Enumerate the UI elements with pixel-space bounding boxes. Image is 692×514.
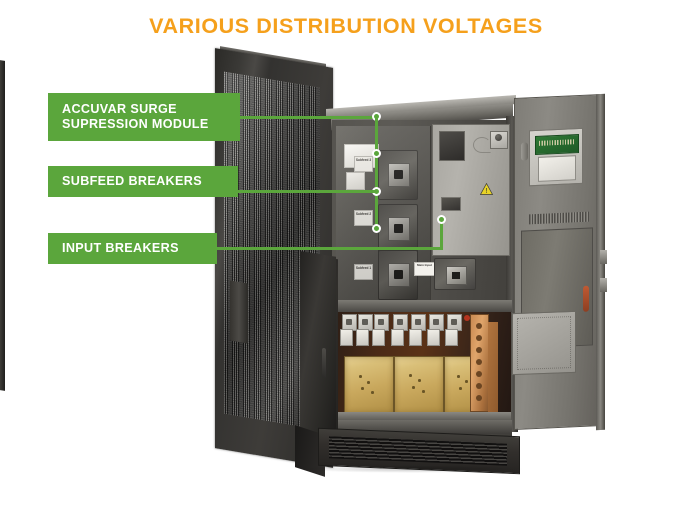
- subfeed-breaker-1[interactable]: [378, 250, 418, 300]
- transformer-bay: [336, 312, 511, 422]
- left-door-edge: [0, 59, 5, 391]
- indicator-dot: [464, 315, 470, 321]
- door-handle[interactable]: [583, 285, 589, 312]
- accuvar-surge-suppression-module: !: [432, 124, 510, 256]
- leader-line-subfeed: [236, 190, 378, 193]
- plinth-louver-vent: [329, 436, 507, 466]
- panel-latch[interactable]: [521, 142, 528, 161]
- leader-line-input-h: [215, 247, 443, 250]
- breaker-label-2: Subfeed 2: [354, 210, 373, 226]
- callout-accuvar-line2: SUPRESSION MODULE: [62, 117, 209, 131]
- right-control-door[interactable]: [514, 94, 602, 430]
- breaker-switch-icon[interactable]: [388, 163, 410, 187]
- breaker-switch-icon[interactable]: [388, 217, 410, 241]
- breaker-switch-icon[interactable]: [446, 266, 467, 285]
- terminal-block-row: [340, 314, 470, 331]
- breaker-switch-icon[interactable]: [388, 263, 410, 287]
- callout-input-breakers[interactable]: INPUT BREAKERS: [48, 233, 217, 264]
- leader-node-subfeed-1: [372, 224, 381, 233]
- module-slot: [441, 197, 461, 211]
- door-hinge-lower: [600, 278, 607, 292]
- module-vent: [439, 131, 465, 161]
- leader-line-accuvar: [238, 116, 380, 119]
- inner-access-door[interactable]: [300, 251, 336, 453]
- arrow-curve-icon: [473, 137, 491, 153]
- bay-floor-plate: [336, 412, 511, 422]
- page-title: VARIOUS DISTRIBUTION VOLTAGES: [149, 14, 543, 38]
- subfeed-breaker-3[interactable]: [378, 150, 418, 200]
- callout-accuvar-line1: ACCUVAR SURGE: [62, 101, 177, 116]
- copper-busbar-primary: [470, 314, 489, 412]
- input-breaker-label: Main Input: [414, 262, 435, 276]
- svg-text:!: !: [486, 188, 488, 195]
- circuit-board-icon: [535, 134, 579, 156]
- nameplate-lower: [346, 172, 365, 190]
- callout-input-text: INPUT BREAKERS: [62, 240, 179, 255]
- warning-triangle-icon: !: [480, 183, 493, 195]
- display-screen[interactable]: [538, 155, 576, 182]
- leader-node-input: [437, 215, 446, 224]
- callout-accuvar-surge-supression-module[interactable]: ACCUVAR SURGE SUPRESSION MODULE: [48, 93, 240, 141]
- copper-busbar-secondary: [488, 322, 498, 414]
- callout-subfeed-breakers[interactable]: SUBFEED BREAKERS: [48, 166, 238, 197]
- transformer-coil-2: [394, 356, 444, 414]
- module-dial-icon: [495, 134, 502, 141]
- breaker-label-1: Subfeed 1: [354, 264, 373, 280]
- input-breaker[interactable]: [434, 258, 476, 290]
- door-vent-strip: [529, 211, 589, 225]
- leader-line-input-v: [440, 219, 443, 249]
- callout-subfeed-text: SUBFEED BREAKERS: [62, 173, 202, 188]
- callout-accuvar-text: ACCUVAR SURGE SUPRESSION MODULE: [48, 102, 223, 133]
- leader-connector-vertical: [375, 118, 378, 228]
- transformer-coil-1: [344, 356, 394, 414]
- cabinet-shelf: [333, 300, 512, 312]
- leader-node-subfeed-3: [372, 149, 381, 158]
- left-door-tab: [230, 280, 248, 344]
- breaker-label-3: Subfeed 3: [354, 156, 373, 172]
- door-hinge-upper: [600, 250, 607, 264]
- ground-shadow: [300, 465, 525, 473]
- inner-door-handle[interactable]: [322, 347, 326, 379]
- service-access-panel[interactable]: [512, 310, 576, 376]
- controller-panel[interactable]: [529, 127, 583, 187]
